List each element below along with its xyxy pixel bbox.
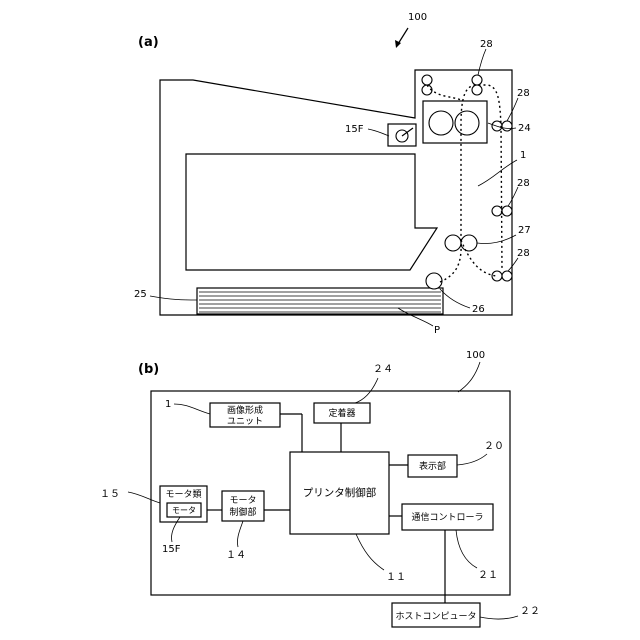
label-28-top: 28: [480, 39, 493, 50]
display-label: 表示部: [419, 460, 446, 472]
label-24: 24: [518, 123, 531, 134]
fixing-roller-2: [455, 111, 479, 135]
label-26: 26: [472, 304, 485, 315]
registration-roller-1: [445, 235, 461, 251]
leader-20-b: [457, 454, 487, 465]
label-1: 1: [520, 150, 526, 161]
printer-control-label: プリンタ制御部: [303, 486, 377, 499]
leader-1: [478, 160, 517, 186]
host-computer-label: ホストコンピュータ: [395, 611, 476, 622]
leader-21-b: [456, 530, 477, 568]
roller-pair-28-top: [422, 75, 482, 95]
ref-15-b: １５: [100, 489, 120, 500]
pickup-roller: [426, 273, 442, 289]
label-27: 27: [518, 225, 531, 236]
fixing-roller-1: [429, 111, 453, 135]
leader-28-right-3: [508, 258, 518, 271]
registration-roller-2: [461, 235, 477, 251]
inner-cavity: [186, 154, 437, 270]
ref-15f-b: 15F: [162, 544, 181, 555]
ref-100-a: 100: [408, 12, 427, 23]
panel-a-label: (a): [138, 35, 159, 50]
leader-25: [150, 296, 197, 300]
ref-1-b: 1: [165, 399, 171, 410]
leader-28-right-2: [508, 187, 518, 206]
leader-27: [477, 235, 516, 244]
ref-14-b: １４: [226, 550, 246, 561]
label-28-right-1: 28: [517, 88, 530, 99]
leader-26: [440, 289, 470, 308]
leader-11-b: [356, 534, 384, 570]
leader-1-b: [174, 404, 210, 414]
comm-controller-label: 通信コントローラ: [411, 511, 483, 523]
leader-22-b: [480, 616, 518, 619]
ref-24-b: ２４: [373, 364, 393, 375]
ref-100-b: 100: [466, 350, 485, 361]
leader-14-b: [237, 521, 243, 547]
label-25: 25: [134, 289, 147, 300]
label-15f: 15F: [345, 124, 364, 135]
panel-b-label: (b): [138, 362, 159, 377]
motor-control-line2: 制御部: [229, 506, 256, 518]
ref-100-a-arrow: [398, 28, 408, 44]
ref-21-b: ２１: [478, 570, 498, 581]
paper-path-upper: [427, 85, 461, 100]
label-p: P: [434, 325, 440, 336]
fixing-label: 定着器: [328, 407, 355, 419]
ref-11-b: １１: [386, 572, 406, 583]
motor-label: モータ: [172, 506, 196, 515]
leader-15-b: [128, 492, 160, 503]
label-28-right-3: 28: [517, 248, 530, 259]
image-forming-line2: ユニット: [227, 417, 263, 427]
motor-control-line1: モータ: [229, 495, 256, 506]
leader-28-top: [478, 49, 486, 75]
image-forming-line1: 画像形成: [227, 404, 263, 416]
ref-22-b: ２２: [520, 606, 540, 617]
leader-15f: [368, 129, 389, 136]
label-28-right-2: 28: [517, 178, 530, 189]
ref-20-b: ２０: [484, 441, 504, 452]
panel-a: (a) 100: [134, 12, 531, 336]
motors-label: モータ類: [165, 489, 201, 500]
panel-b: (b) 100 画像形成 ユニット 定着器 プリンタ制御部 表示部 通信コントロ…: [100, 350, 540, 627]
leader-100-b: [458, 362, 480, 392]
